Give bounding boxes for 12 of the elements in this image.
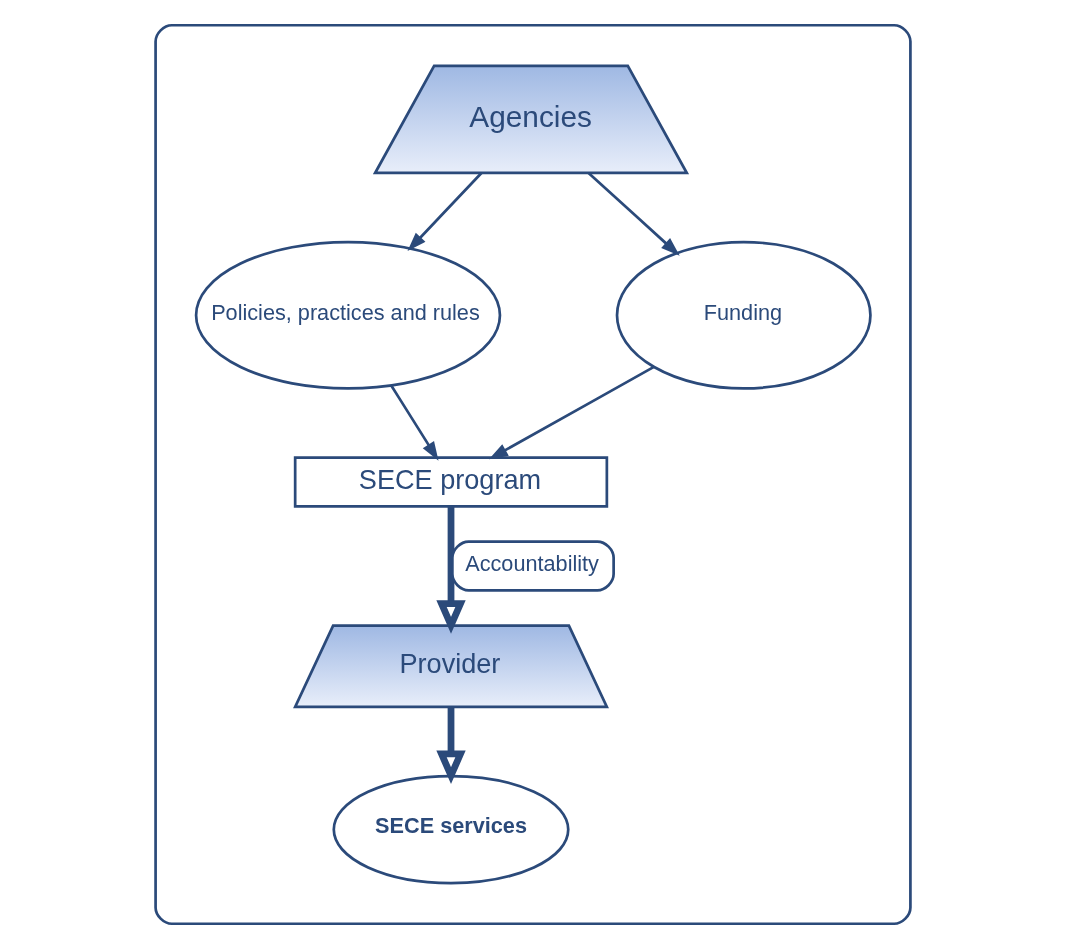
node-ellipse: Funding (615, 240, 872, 390)
arrow (389, 384, 439, 461)
arrow (488, 365, 655, 459)
node-box: SECE program (293, 455, 608, 508)
node-ellipse: SECE services (331, 774, 570, 884)
cluster (153, 23, 912, 925)
arrow (587, 171, 680, 256)
arrow (435, 506, 466, 634)
node-ellipse: Policies, practices and rules (194, 240, 501, 390)
arrow (407, 171, 482, 251)
arrow (435, 706, 466, 784)
edge-label: Accountability (464, 550, 599, 576)
